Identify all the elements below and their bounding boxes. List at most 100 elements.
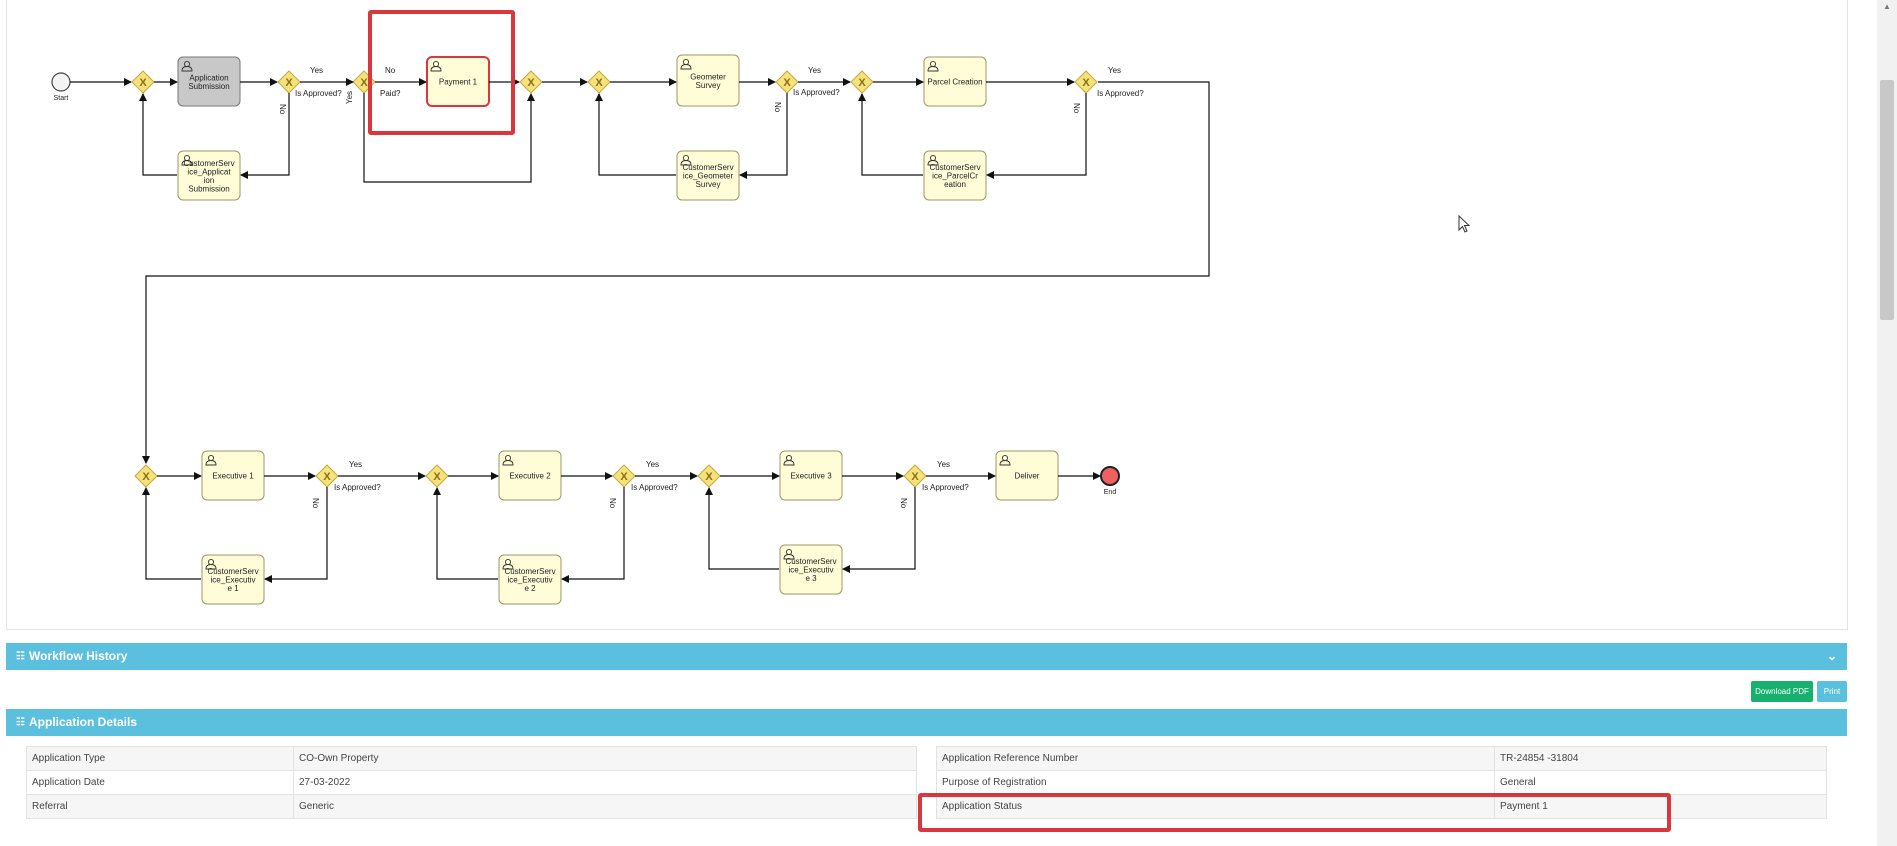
field-value: TR-24854 -31804 [1494,746,1827,771]
list-icon: ☷ [16,651,25,662]
user-icon [783,548,795,560]
sequence-flow [986,93,1087,179]
gateway-x-icon: X [433,471,441,483]
task-label: ice_Geometer [683,172,734,181]
user-task[interactable]: Executive 2 [498,450,562,501]
mouse-cursor-icon [1458,215,1471,233]
task-label: e 2 [524,584,536,593]
yes-label: Yes [310,66,323,75]
current-task-highlight [368,10,515,135]
task-label: ice_Executiv [211,576,256,585]
user-task[interactable]: Parcel Creation [923,56,987,107]
task-label: e 3 [805,574,817,583]
sequence-flow [363,93,535,183]
exclusive-gateway: X [134,464,158,488]
task-label: eation [944,180,966,189]
sequence-flow [561,487,625,583]
task-label: CustomerServ [504,567,555,576]
no-label: No [278,104,287,115]
application-details-right-table: Application Reference Number TR-24854 -3… [936,746,1827,819]
gateway-x-icon: X [595,77,603,89]
no-label: No [773,102,782,113]
gateway-x-icon: X [285,77,293,89]
workflow-history-title: Workflow History [29,649,128,663]
task-label: Executive 1 [212,472,254,481]
task-label: Executive 3 [790,472,832,481]
no-label: No [1072,103,1081,114]
user-icon [999,454,1011,466]
task-label: ion [204,176,215,185]
task-label: e 1 [227,584,239,593]
task-label: Submission [188,184,229,193]
exclusive-gateway: X [697,464,721,488]
user-icon [181,154,193,166]
status-highlight [918,793,1671,832]
task-label: CustomerServ [183,159,234,168]
task-label: Geometer [690,72,726,81]
no-label: No [608,498,617,509]
no-label: No [385,66,396,75]
user-icon [783,454,795,466]
table-row: Application Type CO-Own Property [26,746,917,771]
sequence-flow [595,93,676,176]
sequence-flow [433,487,498,580]
gateway-x-icon: X [911,471,919,483]
table-row: Application Status Payment 1 [936,794,1827,819]
exclusive-gateway: X [425,464,449,488]
print-button[interactable]: Print [1817,681,1847,702]
condition-label: Is Approved? [793,88,840,97]
field-value: Payment 1 [1494,794,1827,819]
user-task[interactable]: Executive 3 [779,450,843,501]
field-label: Referral [26,794,294,819]
task-label: ice_Executiv [789,566,834,575]
gateway-x-icon: X [858,77,866,89]
gateway-x-icon: X [323,471,331,483]
gateway-x-icon: X [360,77,368,89]
sequence-flow [858,93,923,176]
task-label: CustomerServ [682,163,733,172]
user-icon [181,60,193,72]
scrollbar-thumb[interactable] [1880,80,1894,320]
sequence-flow [739,93,788,179]
task-label: ice_Executiv [508,576,553,585]
workflow-history-header[interactable]: ☷ Workflow History ⌄ [6,643,1847,670]
vertical-scrollbar[interactable]: ▲ [1877,0,1897,846]
exclusive-gateway: X [519,70,543,94]
task-label: Deliver [1015,472,1040,481]
field-label: Application Date [26,770,294,795]
user-task[interactable]: Executive 1 [201,450,265,501]
table-row: Application Date 27-03-2022 [26,770,917,795]
end-event [1100,466,1120,486]
start-event-label: Start [54,95,69,102]
start-event [51,72,71,92]
chevron-down-icon[interactable]: ⌄ [1826,649,1837,663]
download-pdf-button[interactable]: Download PDF [1751,681,1813,702]
field-value: 27-03-2022 [293,770,917,795]
user-task[interactable]: Deliver [995,450,1059,501]
task-label: CustomerServ [929,163,980,172]
table-row: Application Reference Number TR-24854 -3… [936,746,1827,771]
gateway-x-icon: X [142,471,150,483]
list-icon: ☷ [16,717,25,728]
user-icon [205,558,217,570]
end-event-label: End [1104,489,1117,496]
field-label: Application Type [26,746,294,771]
no-label: No [311,498,320,509]
condition-label: Is Approved? [631,483,678,492]
scroll-up-icon[interactable]: ▲ [1883,2,1891,11]
exclusive-gateway: X [1074,70,1098,94]
gateway-x-icon: X [139,77,147,89]
sequence-flow [842,487,916,573]
sequence-flow [705,487,779,570]
sequence-flow [240,93,290,179]
